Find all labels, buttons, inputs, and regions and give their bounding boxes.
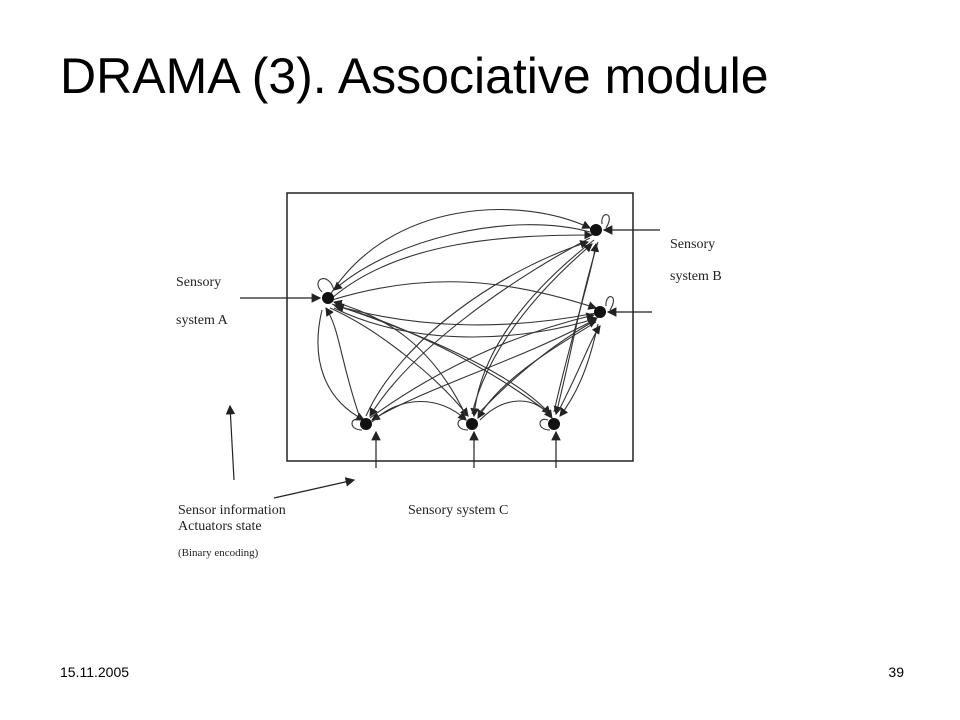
sensory-system-a-label-1: Sensory: [176, 275, 221, 290]
actuators-state-label: Actuators state: [178, 519, 262, 534]
node-b: [594, 306, 606, 318]
slide-title: DRAMA (3). Associative module: [60, 48, 769, 104]
page-number: 39: [888, 664, 904, 680]
sensory-system-a-label-2: system A: [176, 313, 229, 328]
sensory-system-c-label: Sensory system C: [408, 503, 508, 518]
node-bottom-right: [548, 418, 560, 430]
node-bottom-left: [360, 418, 372, 430]
sensor-information-label: Sensor information: [178, 503, 286, 518]
module-box: [286, 192, 634, 462]
sensory-system-b-label-2: system B: [670, 269, 722, 284]
sensory-system-b-label-1: Sensory: [670, 237, 715, 252]
node-bottom-middle: [466, 418, 478, 430]
connection-arcs: [317, 209, 601, 423]
node-a: [322, 292, 334, 304]
input-lines: [225, 225, 660, 499]
node-top-right: [590, 224, 602, 236]
binary-encoding-label: (Binary encoding): [178, 547, 259, 559]
self-loops: [317, 214, 614, 431]
footer-date: 15.11.2005: [60, 664, 130, 680]
associative-module-diagram: Sensory system A Sensory system B Sensor…: [176, 192, 722, 559]
neuron-nodes: [322, 224, 606, 430]
